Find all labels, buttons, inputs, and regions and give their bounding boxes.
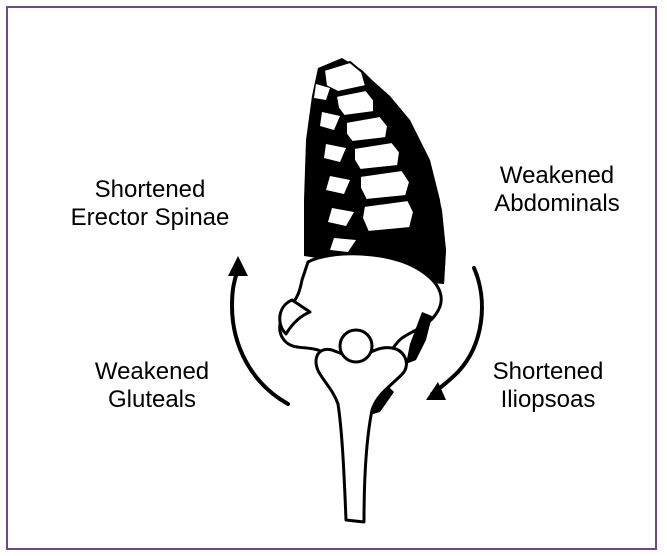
femur <box>316 330 406 522</box>
label-line: Abdominals <box>462 190 652 218</box>
label-line: Shortened <box>40 176 260 204</box>
label-line: Erector Spinae <box>40 204 260 232</box>
label-shortened-erector-spinae: Shortened Erector Spinae <box>40 176 260 232</box>
label-weakened-abdominals: Weakened Abdominals <box>462 162 652 218</box>
arrow-head-up-icon <box>228 256 248 276</box>
label-line: Iliopsoas <box>448 386 648 414</box>
label-line: Weakened <box>462 162 652 190</box>
label-line: Shortened <box>448 358 648 386</box>
spine <box>304 58 446 284</box>
label-weakened-gluteals: Weakened Gluteals <box>62 358 242 414</box>
label-line: Gluteals <box>62 386 242 414</box>
label-line: Weakened <box>62 358 242 386</box>
label-shortened-iliopsoas: Shortened Iliopsoas <box>448 358 648 414</box>
